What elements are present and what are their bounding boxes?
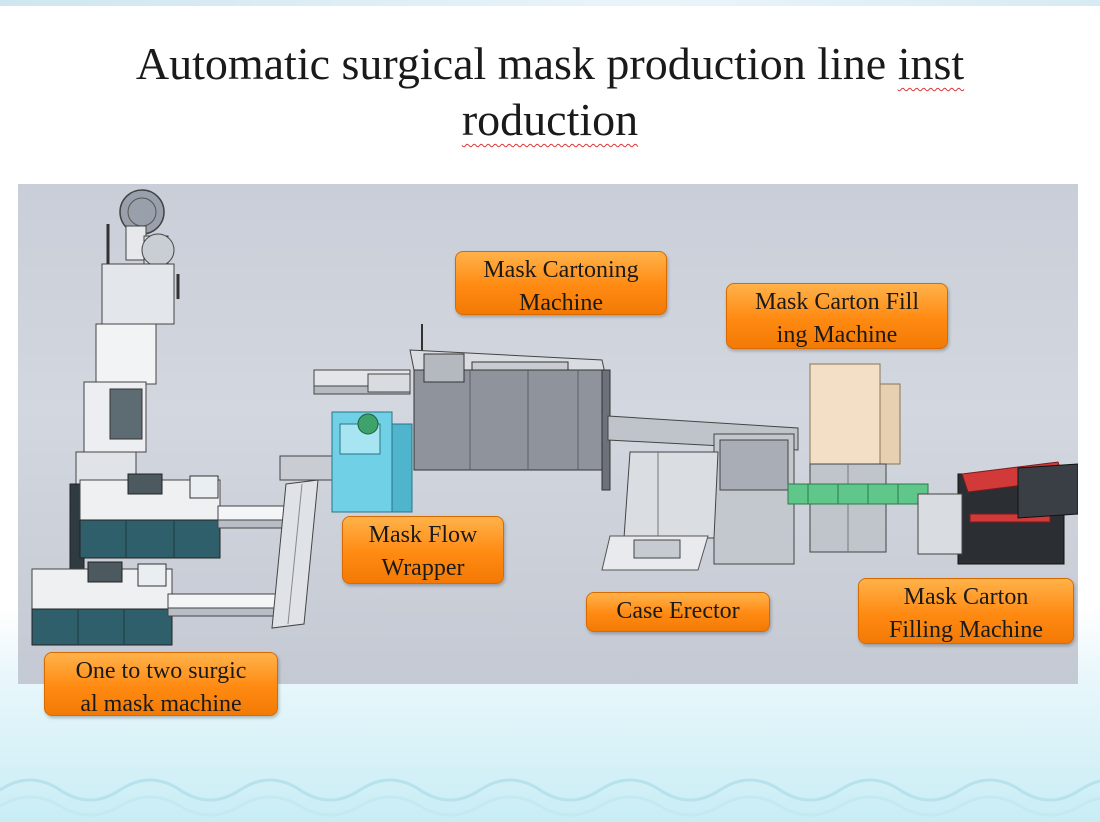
callout-flow-wrapper-line1: Mask Flow [368, 522, 478, 548]
mask-machine-2 [31, 561, 279, 646]
flow-wrapper-machine [313, 369, 413, 513]
production-line-drawing [31, 189, 1078, 646]
callout-mask-cartoning-machine: Mask Cartoning Machine [455, 251, 667, 316]
callout-mask-flow-wrapper: Mask Flow Wrapper [342, 516, 504, 584]
case-erector-machine [601, 433, 795, 571]
callout-mask-machine-line2: al mask machine [80, 691, 242, 717]
carton-filling-machine [787, 363, 929, 553]
callout-filling-top-line2: ing Machine [776, 322, 898, 348]
title-line1-main: Automatic surgical mask production line [135, 38, 898, 89]
callout-filling-bottom-line1: Mask Carton [903, 584, 1029, 610]
callout-case-erector: Case Erector [586, 592, 770, 632]
callout-flow-wrapper-line2: Wrapper [381, 555, 465, 581]
callout-mask-carton-filling-bottom: Mask Carton Filling Machine [858, 578, 1074, 644]
callout-mask-machine-line1: One to two surgic [75, 658, 247, 684]
callout-filling-top-line1: Mask Carton Fill [754, 289, 919, 315]
title-line1-tail: inst [897, 38, 965, 89]
callout-filling-bottom-line2: Filling Machine [889, 617, 1043, 643]
callout-mask-carton-filling-top: Mask Carton Fill ing Machine [726, 283, 948, 349]
callout-mask-cartoning-line2: Machine [519, 290, 603, 316]
cartoning-machine [409, 349, 611, 491]
top-band [0, 0, 1100, 6]
callout-case-erector-line1: Case Erector [616, 598, 740, 624]
mask-machine-1 [79, 473, 299, 559]
callout-mask-cartoning-line1: Mask Cartoning [483, 257, 639, 283]
slide-title: Automatic surgical mask production line … [40, 36, 1060, 148]
transfer-conveyor [271, 455, 341, 629]
decorative-wave-footer [0, 778, 1100, 817]
callout-one-to-two-mask-machine: One to two surgic al mask machine [44, 652, 278, 717]
title-line2: roduction [461, 94, 639, 145]
case-sealer-machine [917, 461, 1078, 565]
